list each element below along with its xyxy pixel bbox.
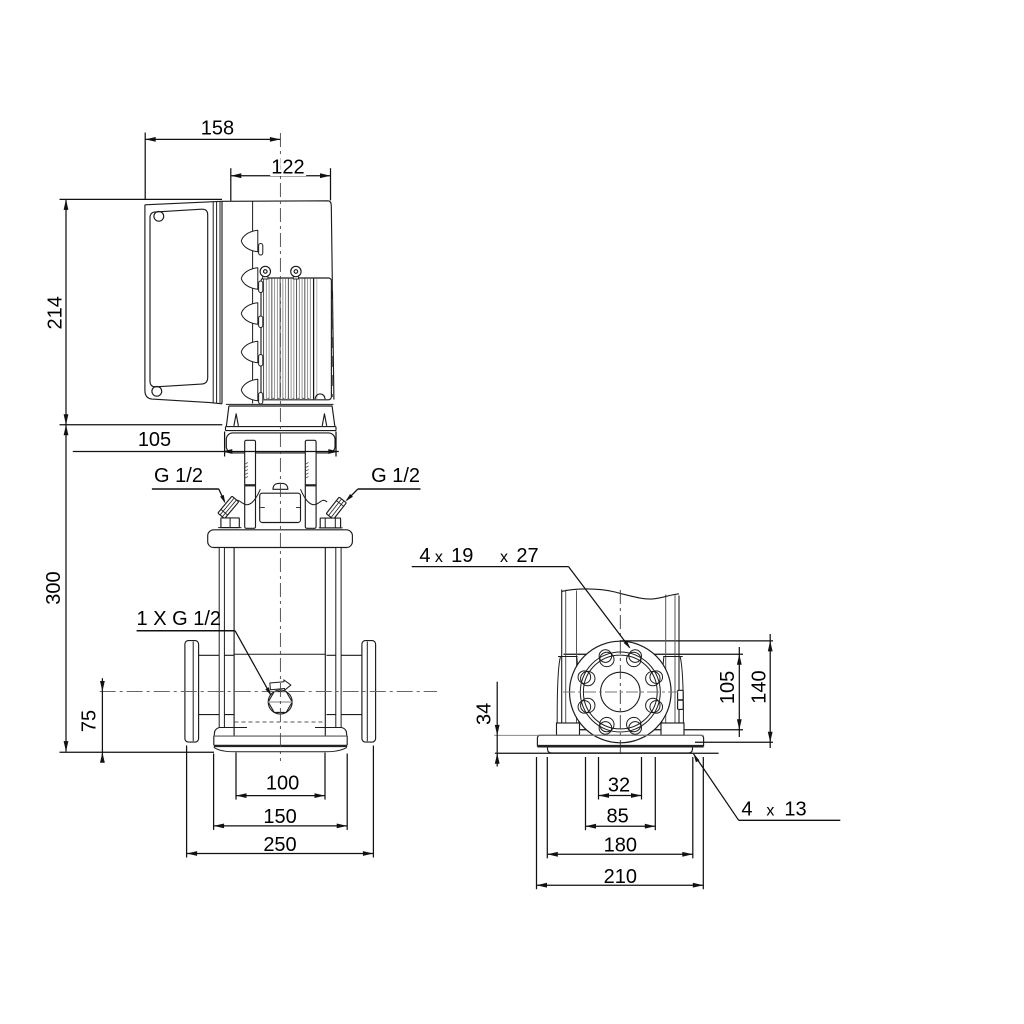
- svg-text:13: 13: [784, 799, 806, 821]
- svg-text:4: 4: [741, 799, 752, 821]
- svg-text:75: 75: [79, 710, 101, 732]
- svg-text:G 1/2: G 1/2: [154, 465, 203, 487]
- svg-text:34: 34: [474, 703, 496, 725]
- svg-text:x: x: [766, 803, 774, 820]
- svg-text:4: 4: [419, 545, 430, 567]
- svg-text:140: 140: [748, 670, 770, 703]
- svg-text:x: x: [500, 549, 508, 566]
- svg-text:300: 300: [43, 571, 65, 604]
- svg-text:214: 214: [45, 296, 67, 329]
- svg-text:32: 32: [608, 774, 630, 796]
- svg-text:180: 180: [604, 835, 637, 857]
- svg-text:85: 85: [606, 805, 628, 827]
- svg-text:122: 122: [271, 157, 304, 179]
- svg-text:158: 158: [201, 117, 234, 139]
- svg-text:150: 150: [263, 806, 296, 828]
- svg-text:x: x: [435, 549, 443, 566]
- svg-text:G 1/2: G 1/2: [371, 465, 420, 487]
- svg-text:105: 105: [717, 671, 739, 704]
- svg-text:27: 27: [516, 545, 538, 567]
- svg-text:100: 100: [266, 773, 299, 795]
- svg-text:1 X G 1/2: 1 X G 1/2: [137, 608, 222, 630]
- svg-text:105: 105: [138, 429, 171, 451]
- svg-text:19: 19: [451, 545, 473, 567]
- svg-text:250: 250: [263, 834, 296, 856]
- svg-text:210: 210: [604, 866, 637, 888]
